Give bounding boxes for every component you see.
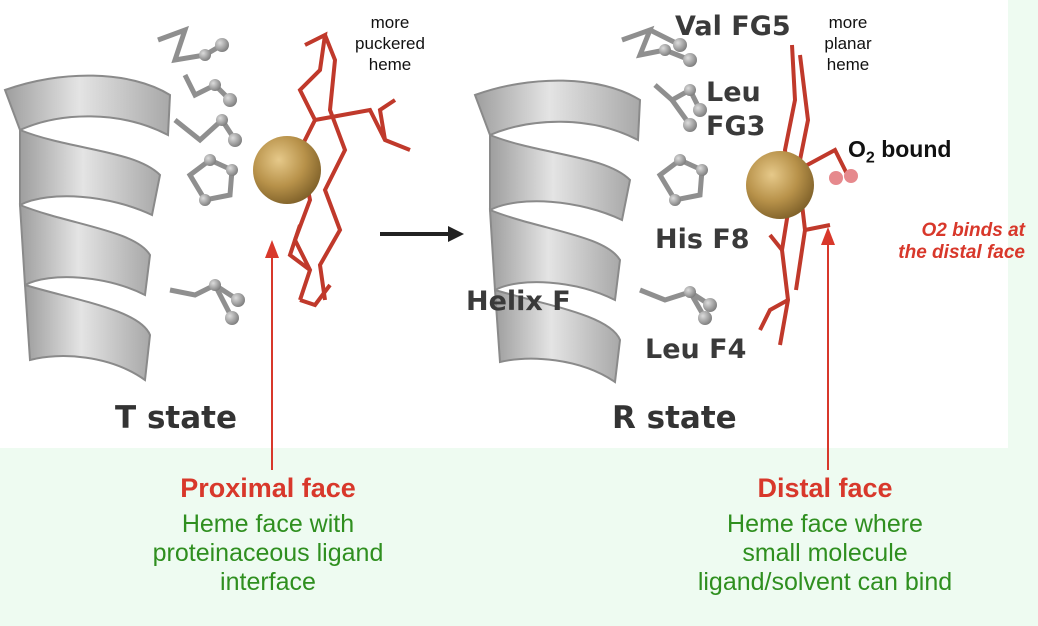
o2-molecule <box>829 169 858 185</box>
side-panel <box>1008 0 1038 448</box>
transition-arrow <box>380 226 464 242</box>
o2-symbol: O <box>848 136 866 162</box>
r-state-iron-atom <box>746 151 814 219</box>
val-fg5-label: Val FG5 <box>675 11 791 42</box>
t-state-label: T state <box>115 400 237 436</box>
t-state-atoms <box>199 38 245 325</box>
proximal-pointer <box>265 240 279 470</box>
puckered-heme-label: more puckered heme <box>355 13 425 74</box>
his-f8-label: His F8 <box>655 224 750 255</box>
o2-word: bound <box>881 136 952 162</box>
t-state-side-chains <box>157 25 240 320</box>
planar-heme-label: more planar heme <box>824 13 872 74</box>
t-state-iron-atom <box>253 136 321 204</box>
distal-pointer <box>821 227 835 470</box>
o2-subscript: 2 <box>865 149 875 167</box>
t-state-helix <box>3 74 172 382</box>
proximal-face-description: Heme face with proteinaceous ligand inte… <box>152 510 384 596</box>
r-state-helix <box>473 79 642 384</box>
helix-f-label: Helix F <box>466 286 571 317</box>
o2-bound-label: O2 bound <box>848 136 951 168</box>
o2-binding-note: O2 binds at the distal face <box>898 220 1025 263</box>
proximal-face-title: Proximal face <box>180 473 356 503</box>
leu-fg3-label: Leu FG3 <box>706 77 766 142</box>
distal-face-title: Distal face <box>757 473 893 503</box>
leu-f4-label: Leu F4 <box>645 334 747 365</box>
t-state-heme <box>287 31 411 308</box>
r-state-side-chains <box>621 25 712 320</box>
r-state-atoms <box>659 38 717 325</box>
distal-face-description: Heme face where small molecule ligand/so… <box>697 510 953 596</box>
r-state-label: R state <box>612 400 737 436</box>
caption-panel <box>0 448 1038 626</box>
